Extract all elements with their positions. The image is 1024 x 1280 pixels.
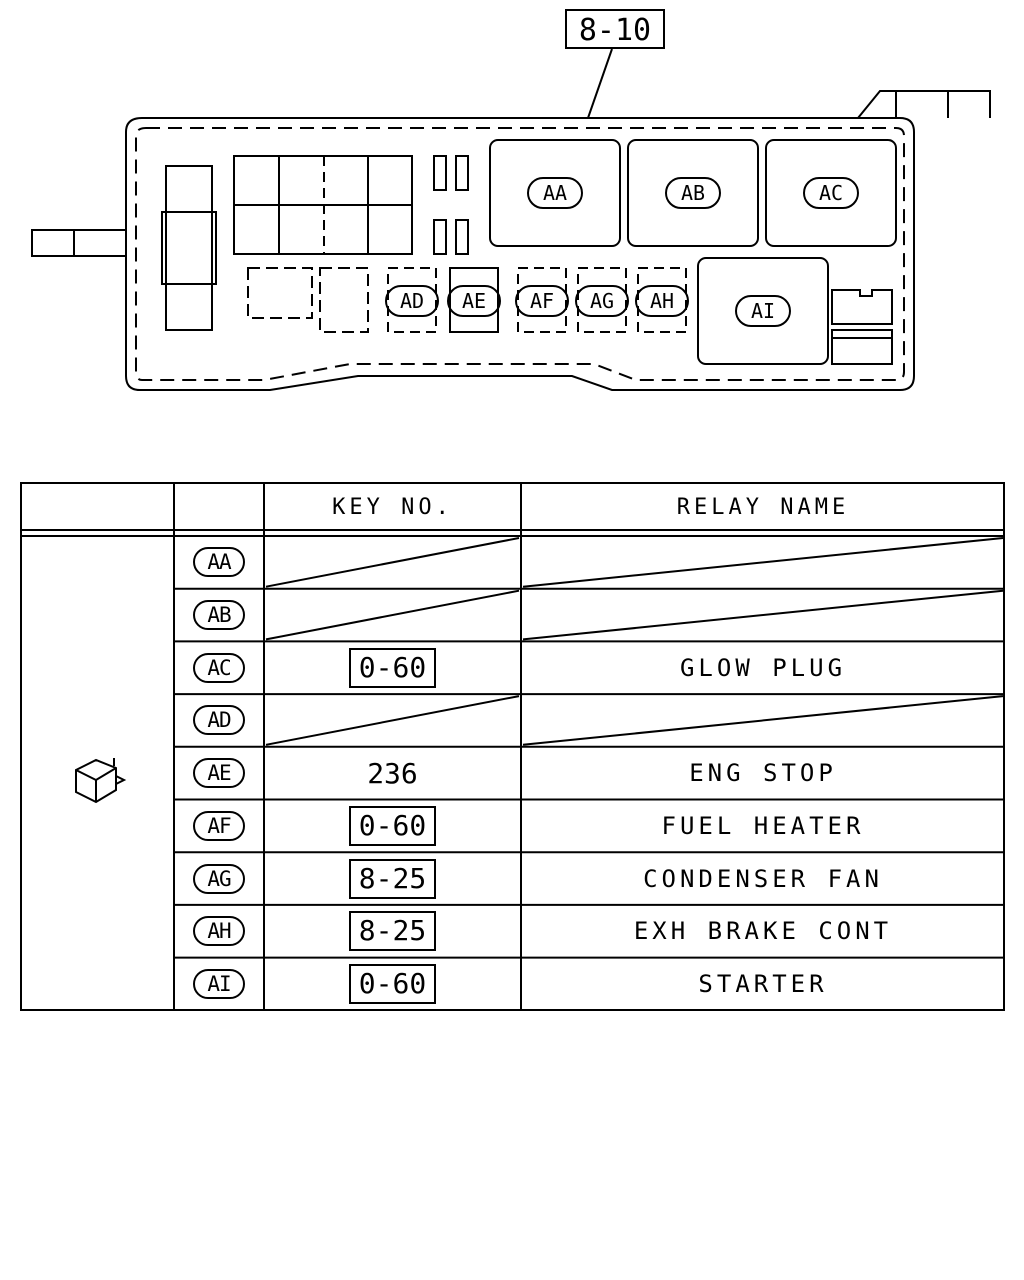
slot-AB-outline	[627, 139, 759, 247]
row-id-badge: AH	[193, 916, 245, 947]
slot-AD-label: AD	[400, 289, 424, 313]
left-tall-slot	[165, 165, 213, 331]
slot-AH-label: AH	[650, 289, 674, 313]
slot-AE-label: AE	[462, 289, 486, 313]
empty-key-strike	[265, 589, 520, 641]
slot-AG-outline	[577, 267, 627, 333]
left-connector-tab	[31, 229, 127, 257]
right-connector-upper	[831, 289, 893, 325]
row-id-badge: AG	[193, 863, 245, 894]
slot-AE-outline	[449, 267, 499, 333]
relay-name: STARTER	[698, 969, 828, 998]
slot-AA-label: AA	[543, 181, 567, 205]
row-id-badge: AF	[193, 810, 245, 841]
table-row: AD	[20, 694, 1005, 747]
relay-name: ENG STOP	[689, 759, 837, 788]
slot-AD-outline	[387, 267, 437, 333]
empty-name-strike	[522, 695, 1004, 746]
slot-AI-label: AI	[751, 299, 775, 323]
empty-key-strike	[265, 695, 520, 746]
reference-label: 8-10	[579, 13, 651, 48]
key-number: 8-25	[348, 911, 437, 952]
right-connector-tab	[857, 90, 991, 119]
row-id-badge: AD	[193, 705, 245, 736]
slot-AI-outline	[697, 257, 829, 365]
key-number: 236	[367, 756, 418, 790]
header-key-no: KEY NO.	[332, 494, 453, 520]
table-row: AC 0-60 GLOW PLUG	[20, 641, 1005, 694]
key-number: 0-60	[348, 805, 437, 846]
slot-AG-label: AG	[590, 289, 614, 313]
row-id-badge: AI	[193, 968, 245, 999]
slot-AF-outline	[517, 267, 567, 333]
reference-box	[565, 9, 665, 49]
relay-cube-icon	[75, 758, 127, 804]
header-relay-name: RELAY NAME	[676, 494, 850, 520]
table-row: AB	[20, 589, 1005, 642]
table-row: AI 0-60 STARTER	[20, 958, 1005, 1011]
empty-name-strike	[522, 537, 1004, 588]
table-header-row: KEY NO. RELAY NAME	[20, 483, 1005, 531]
row-id-badge: AE	[193, 758, 245, 789]
slot-AH-outline	[637, 267, 687, 333]
row-id-badge: AC	[193, 652, 245, 683]
housing-outline	[125, 117, 915, 391]
housing-inner	[135, 127, 905, 381]
key-number: 0-60	[348, 647, 437, 688]
relay-name: CONDENSER FAN	[643, 864, 883, 893]
relay-icon-cell	[70, 752, 130, 808]
key-number: 8-25	[348, 858, 437, 899]
table-row: AH 8-25 EXH BRAKE CONT	[20, 905, 1005, 958]
relay-name: EXH BRAKE CONT	[633, 917, 893, 946]
row-id-badge: AA	[193, 547, 245, 578]
relay-name: FUEL HEATER	[661, 811, 865, 840]
key-number: 0-60	[348, 963, 437, 1004]
right-connector-lower	[831, 329, 893, 365]
table-row: AF 0-60 FUEL HEATER	[20, 800, 1005, 853]
slot-AC-outline	[765, 139, 897, 247]
table-row: AA	[20, 536, 1005, 589]
row-id-badge: AB	[193, 600, 245, 631]
slot-AB-label: AB	[681, 181, 705, 205]
relay-box-diagram: 8-10 AA AB AC AD AE AF AG AH AI	[31, 9, 991, 391]
table-row: AE 236 ENG STOP	[20, 747, 1005, 800]
slot-AF-label: AF	[530, 289, 554, 313]
table-grid	[20, 482, 1005, 1011]
slot-AA-outline	[489, 139, 621, 247]
slot-AC-label: AC	[819, 181, 843, 205]
empty-key-strike	[265, 537, 520, 588]
relay-name: GLOW PLUG	[679, 653, 847, 682]
empty-name-strike	[522, 589, 1004, 641]
table-row: AG 8-25 CONDENSER FAN	[20, 852, 1005, 905]
reference-leader	[587, 48, 613, 119]
